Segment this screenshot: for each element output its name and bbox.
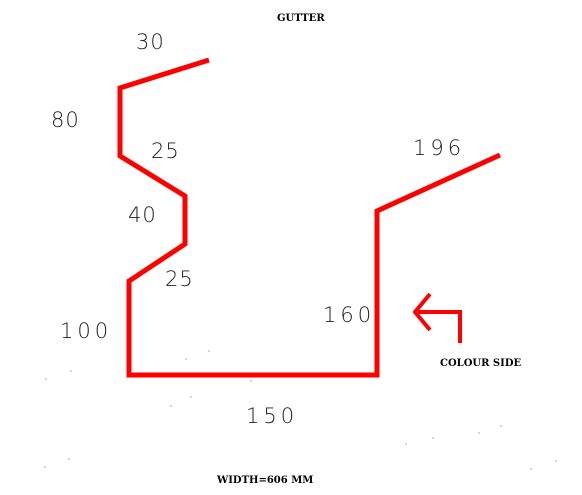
dimension-upper-diagonal: 25 [151,139,180,163]
dimension-top-lip: 30 [136,30,165,54]
dimension-middle-vertical: 40 [128,203,157,227]
dimension-lower-diagonal: 25 [165,267,194,291]
diagram-title: GUTTER [277,13,325,24]
dimension-lower-vertical: 100 [60,319,112,343]
colour-side-arrow-icon [412,292,462,343]
dimension-right-vertical: 160 [323,303,375,327]
dimension-upper-vertical: 80 [51,108,80,132]
width-label: WIDTH=606 MM [216,475,313,486]
colour-side-label: COLOUR SIDE [440,358,521,369]
gutter-profile-line [117,57,502,378]
background-specks [44,350,557,470]
dimension-base: 150 [246,404,298,428]
dimension-right-flange: 196 [413,136,465,160]
